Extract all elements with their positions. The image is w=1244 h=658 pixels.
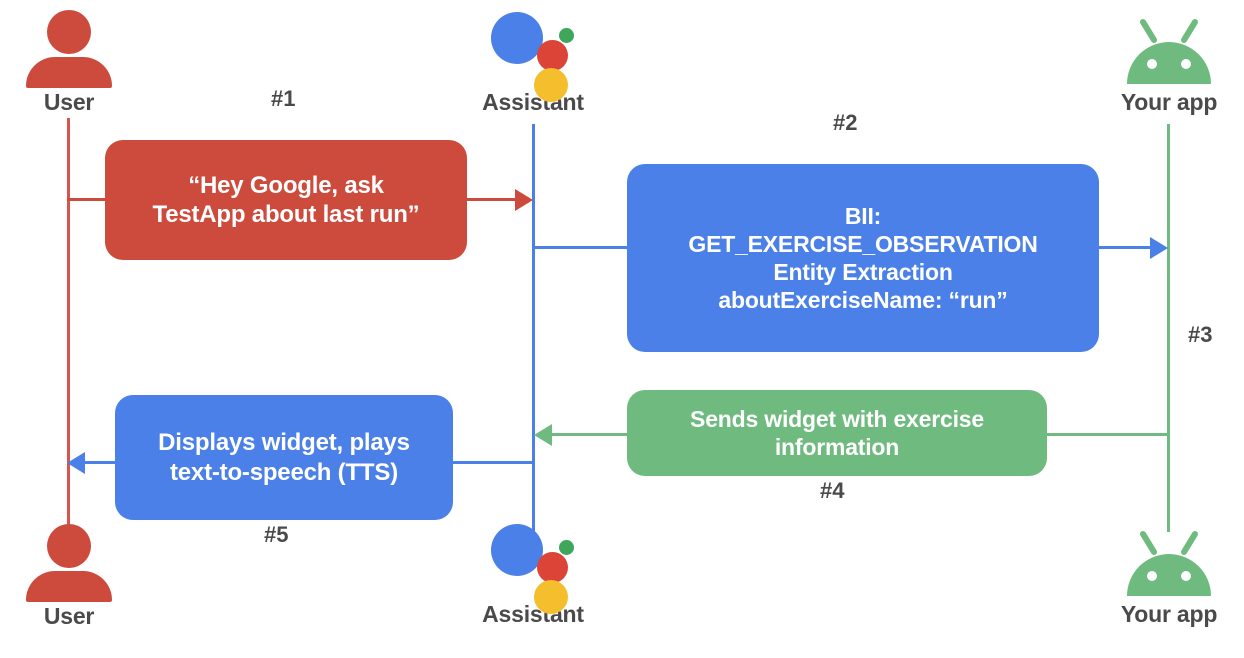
- step-label-5: #5: [264, 522, 289, 547]
- bii-line-3: Entity Extraction: [773, 259, 953, 285]
- actor-user-top: User: [0, 10, 144, 115]
- google-assistant-icon: [485, 8, 581, 102]
- google-assistant-icon: [485, 520, 581, 614]
- actor-label-your-app-bottom: Your app: [1120, 601, 1218, 627]
- android-robot-icon: [1121, 16, 1217, 88]
- person-head-shape: [47, 524, 91, 568]
- message-box-bii: BII: GET_EXERCISE_OBSERVATION Entity Ext…: [627, 164, 1099, 352]
- android-robot-svg: [1127, 19, 1211, 84]
- step-label-2: #2: [833, 110, 858, 135]
- actor-your-app-top: Your app: [1094, 16, 1244, 115]
- connector-widget-to-assistant: [552, 433, 630, 436]
- actor-label-assistant-bottom: Assistant: [482, 601, 584, 627]
- actor-your-app-bottom: Your app: [1094, 528, 1244, 627]
- utterance-line-1: “Hey Google, ask: [188, 171, 384, 199]
- connector-bii-to-app: [1098, 246, 1156, 249]
- connector-display-to-user: [85, 461, 117, 464]
- actor-assistant-top: Assistant: [458, 8, 608, 115]
- arrowhead-to-assistant-step1: [515, 189, 533, 211]
- bii-line-4: aboutExerciseName: “run”: [718, 287, 1008, 314]
- assistant-green-dot: [559, 28, 574, 43]
- step-label-1: #1: [271, 86, 296, 111]
- android-robot-svg: [1127, 531, 1211, 596]
- person-body-shape: [26, 57, 112, 88]
- arrowhead-to-user-step5: [67, 452, 85, 474]
- display-line-1: Displays widget, plays: [158, 429, 410, 457]
- message-box-display: Displays widget, plays text-to-speech (T…: [115, 395, 453, 520]
- actor-assistant-bottom: Assistant: [458, 520, 608, 627]
- connector-assistant-to-display: [453, 461, 533, 464]
- actor-label-user-top: User: [43, 89, 95, 115]
- actor-label-your-app-top: Your app: [1120, 89, 1218, 115]
- person-body-shape: [26, 571, 112, 602]
- arrowhead-to-app-step2: [1150, 237, 1168, 259]
- actor-label-user-bottom: User: [43, 603, 95, 629]
- display-line-2: text-to-speech (TTS): [169, 458, 398, 486]
- actor-user-bottom: User: [0, 524, 144, 629]
- message-box-utterance: “Hey Google, ask TestApp about last run”: [105, 140, 467, 260]
- assistant-red-dot: [537, 40, 568, 71]
- widget-line-1: Sends widget with exercise: [690, 405, 984, 432]
- widget-line-2: information: [774, 434, 900, 460]
- lifeline-your-app: [1167, 124, 1170, 532]
- connector-utterance-to-assistant: [466, 198, 521, 201]
- arrowhead-to-assistant-step4: [534, 424, 552, 446]
- connector-assistant-to-bii: [532, 246, 628, 249]
- step-label-4: #4: [820, 478, 845, 503]
- assistant-yellow-dot: [534, 68, 568, 102]
- actor-label-assistant-top: Assistant: [482, 89, 584, 115]
- bii-line-2: GET_EXERCISE_OBSERVATION: [688, 230, 1038, 257]
- android-robot-icon: [1121, 528, 1217, 600]
- person-icon: [26, 524, 112, 602]
- utterance-line-2: TestApp about last run”: [152, 201, 420, 228]
- person-icon: [26, 10, 112, 88]
- message-box-widget: Sends widget with exercise information: [627, 390, 1047, 476]
- bii-line-1: BII:: [844, 202, 882, 229]
- lifeline-user: [67, 118, 70, 538]
- step-label-3: #3: [1188, 322, 1213, 347]
- connector-user-to-utterance: [67, 198, 107, 201]
- assistant-green-dot: [559, 540, 574, 555]
- connector-app-to-widget: [1046, 433, 1167, 436]
- assistant-blue-dot: [491, 12, 543, 64]
- person-head-shape: [47, 10, 91, 54]
- lifeline-assistant: [532, 124, 535, 532]
- assistant-blue-dot: [491, 524, 543, 576]
- assistant-yellow-dot: [534, 580, 568, 614]
- assistant-red-dot: [537, 552, 568, 583]
